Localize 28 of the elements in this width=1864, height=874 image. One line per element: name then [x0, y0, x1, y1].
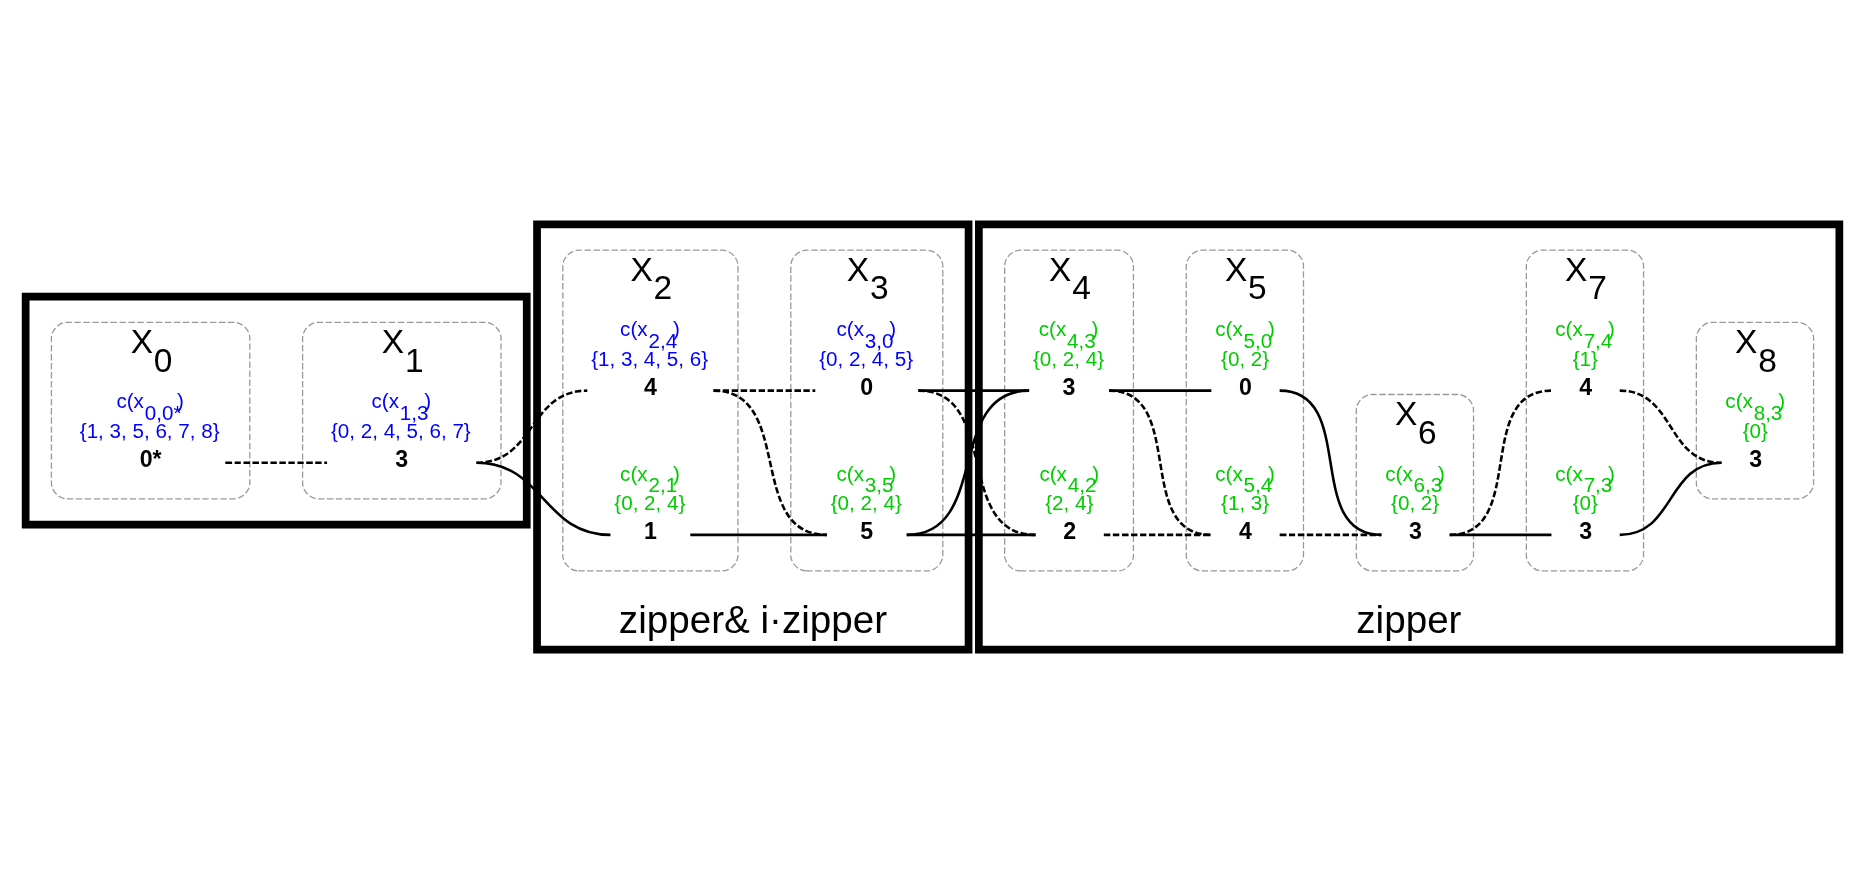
connector — [1619, 461, 1722, 537]
node-text: 3 — [394, 446, 408, 473]
connector — [1619, 389, 1722, 465]
node-text: 2 — [1062, 518, 1076, 545]
node-text: 4 — [1238, 518, 1252, 545]
connector — [713, 389, 815, 392]
connector — [224, 461, 327, 465]
node-text: 0 — [859, 374, 873, 401]
node-text: 3 — [1408, 518, 1422, 545]
cluster — [21, 292, 531, 529]
node-text: 0* — [139, 446, 162, 473]
connector — [1278, 389, 1382, 537]
connector — [475, 389, 587, 465]
node-text: 3 — [1578, 518, 1592, 545]
connector — [1108, 389, 1212, 537]
node-text: 3 — [1748, 446, 1762, 473]
node-text: 5 — [859, 518, 873, 545]
connector — [1103, 533, 1211, 537]
node-text: 3 — [1062, 374, 1075, 401]
connector — [475, 461, 611, 537]
connector — [1449, 533, 1551, 537]
connector — [689, 533, 827, 537]
connector — [1448, 389, 1552, 537]
node-text: 0 — [1238, 374, 1252, 401]
connector — [1108, 389, 1211, 392]
node-text: 1 — [643, 518, 657, 545]
node-text: 4 — [643, 374, 657, 401]
node-text: 4 — [1578, 374, 1592, 401]
